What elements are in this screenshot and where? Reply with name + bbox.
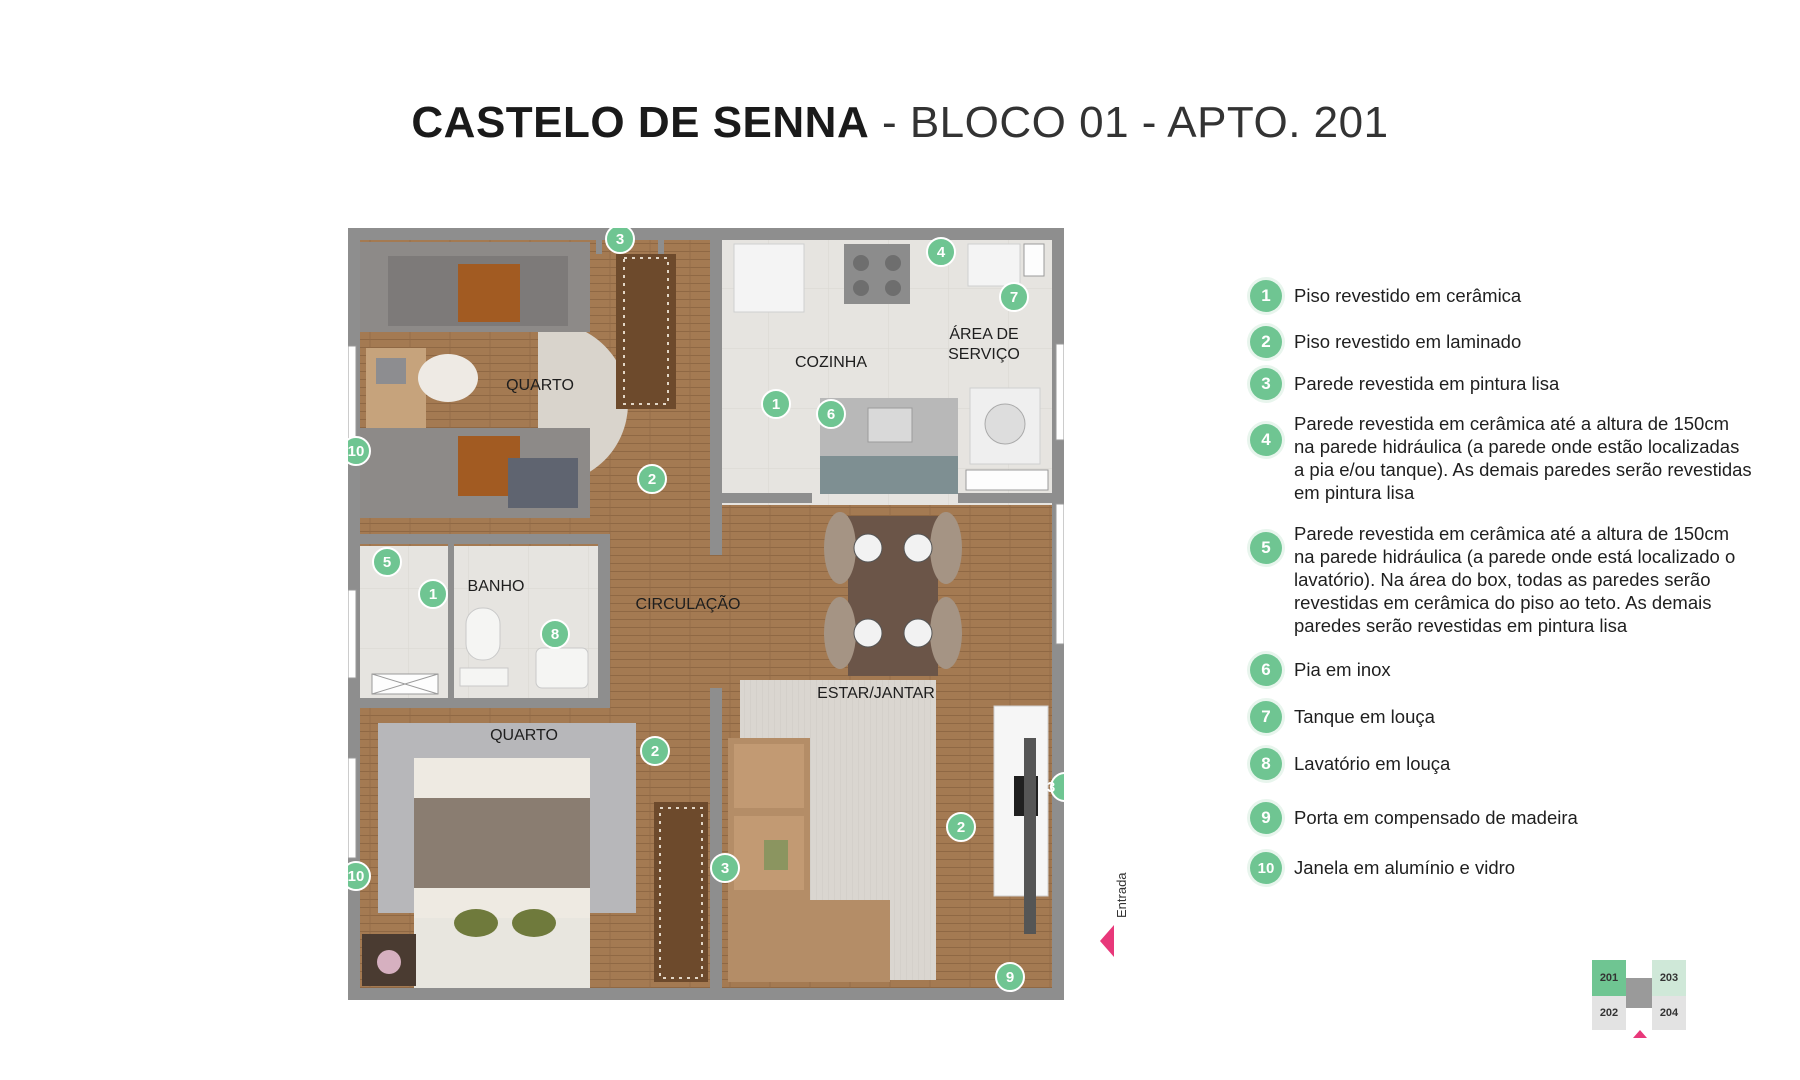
legend-item-6: 6 Pia em inox — [1250, 654, 1391, 686]
plan-marker-10-bedroom: 10 — [348, 861, 371, 891]
legend-number: 2 — [1250, 326, 1282, 358]
svg-text:10: 10 — [348, 868, 364, 885]
legend-item-9: 9 Porta em compensado de madeira — [1250, 802, 1578, 834]
svg-text:3: 3 — [616, 231, 624, 248]
svg-text:1: 1 — [429, 586, 437, 603]
legend-text: Parede revestida em pintura lisa — [1294, 373, 1560, 394]
bathroom-fixtures — [371, 607, 589, 695]
key-plan-unit-201: 201 — [1592, 960, 1626, 996]
key-plan-unit-202: 202 — [1592, 996, 1626, 1030]
legend-number: 9 — [1250, 802, 1282, 834]
svg-text:1: 1 — [772, 396, 780, 413]
title-building: CASTELO DE SENNA — [411, 98, 870, 147]
svg-text:8: 8 — [551, 626, 559, 643]
plan-marker-2-living: 2 — [946, 812, 976, 842]
room-label-area-servico-1: ÁREA DE — [949, 324, 1018, 343]
plan-marker-4: 4 — [926, 237, 956, 267]
key-plan-core — [1626, 978, 1652, 1008]
legend-number: 4 — [1250, 424, 1282, 456]
legend-number: 5 — [1250, 532, 1282, 564]
plan-marker-5: 5 — [372, 547, 402, 577]
svg-text:2: 2 — [957, 819, 965, 836]
room-label-estar-jantar: ESTAR/JANTAR — [817, 685, 935, 702]
plan-marker-2: 2 — [637, 464, 667, 494]
legend-number: 7 — [1250, 701, 1282, 733]
svg-text:3: 3 — [1047, 779, 1055, 796]
legend-item-4: 4 Parede revestida em cerâmica até a alt… — [1250, 408, 1752, 504]
legend-item-2: 2 Piso revestido em laminado — [1250, 326, 1521, 358]
plan-marker-10: 10 — [348, 436, 371, 466]
room-label-cozinha: COZINHA — [795, 354, 867, 371]
legend-text: Janela em alumínio e vidro — [1294, 857, 1516, 878]
legend-text: Parede revestida em cerâmica até a altur… — [1294, 413, 1752, 503]
svg-text:10: 10 — [348, 443, 364, 460]
key-plan-entrance-icon — [1633, 1030, 1647, 1038]
legend-number: 3 — [1250, 368, 1282, 400]
floor-plan: QUARTO COZINHA ÁREA DE SERVIÇO BANHO CIR… — [348, 228, 1064, 1000]
plan-marker-3-living: 3 — [710, 853, 740, 883]
plan-marker-3-tv: 3 — [1047, 772, 1064, 802]
legend-text: Lavatório em louça — [1294, 753, 1451, 774]
interior-walls — [360, 240, 1052, 988]
key-plan-unit-204: 204 — [1652, 996, 1686, 1030]
legend-item-10: 10 Janela em alumínio e vidro — [1250, 852, 1515, 884]
bedroom-top-furniture — [360, 242, 676, 518]
svg-text:2: 2 — [648, 471, 656, 488]
legend-number: 8 — [1250, 748, 1282, 780]
entrance-label: Entrada — [1114, 872, 1129, 918]
plan-marker-2-bedroom: 2 — [640, 736, 670, 766]
legend-text: Piso revestido em laminado — [1294, 331, 1522, 352]
room-label-banho: BANHO — [468, 578, 525, 595]
legend-item-8: 8 Lavatório em louça — [1250, 748, 1450, 780]
windows — [348, 343, 1064, 859]
bedroom-bottom-furniture — [362, 723, 708, 988]
plan-marker-1-bath: 1 — [418, 579, 448, 609]
legend-text: Parede revestida em cerâmica até a altur… — [1294, 523, 1736, 636]
svg-text:2: 2 — [651, 743, 659, 760]
svg-text:9: 9 — [1006, 969, 1014, 986]
svg-text:7: 7 — [1010, 289, 1018, 306]
legend-text: Tanque em louça — [1294, 706, 1435, 727]
legend-item-5: 5 Parede revestida em cerâmica até a alt… — [1250, 518, 1735, 637]
room-label-area-servico-2: SERVIÇO — [948, 346, 1020, 363]
legend-text: Pia em inox — [1294, 659, 1391, 680]
plan-marker-7: 7 — [999, 282, 1029, 312]
legend-number: 10 — [1250, 852, 1282, 884]
title-unit: - BLOCO 01 - APTO. 201 — [869, 98, 1389, 147]
plan-marker-9: 9 — [995, 962, 1025, 992]
room-label-circulacao: CIRCULAÇÃO — [636, 593, 741, 613]
room-label-quarto-bottom: QUARTO — [490, 727, 558, 744]
legend-number: 1 — [1250, 280, 1282, 312]
living-room-furniture — [728, 680, 1049, 982]
key-plan: 201 202 203 204 — [1592, 956, 1692, 1038]
svg-text:6: 6 — [827, 406, 835, 423]
plan-marker-8: 8 — [540, 619, 570, 649]
plan-marker-1: 1 — [761, 389, 791, 419]
entrance-arrow-icon — [1100, 925, 1114, 957]
legend-item-3: 3 Parede revestida em pintura lisa — [1250, 368, 1559, 400]
svg-text:5: 5 — [383, 554, 391, 571]
dining-table — [824, 512, 962, 676]
svg-text:3: 3 — [721, 860, 729, 877]
plan-marker-6: 6 — [816, 399, 846, 429]
page-title: CASTELO DE SENNA - BLOCO 01 - APTO. 201 — [0, 98, 1800, 148]
legend-item-1: 1 Piso revestido em cerâmica — [1250, 280, 1521, 312]
legend-text: Piso revestido em cerâmica — [1294, 285, 1522, 306]
key-plan-unit-203: 203 — [1652, 960, 1686, 996]
legend-number: 6 — [1250, 654, 1282, 686]
plan-marker-3: 3 — [605, 228, 635, 254]
room-label-quarto-top: QUARTO — [506, 377, 574, 394]
legend-text: Porta em compensado de madeira — [1294, 807, 1578, 828]
legend-item-7: 7 Tanque em louça — [1250, 701, 1435, 733]
svg-text:4: 4 — [937, 244, 946, 261]
